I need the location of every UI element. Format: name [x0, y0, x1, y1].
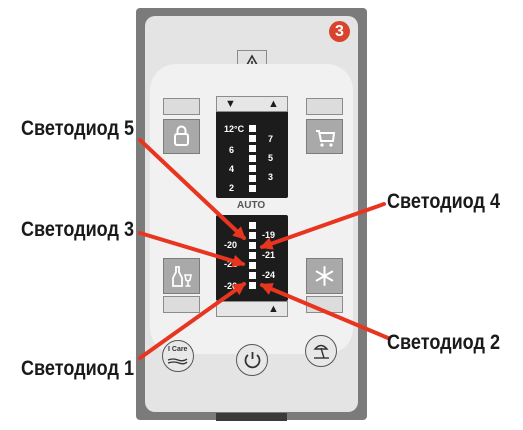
shopping-button[interactable] — [306, 119, 343, 154]
scale-value: -26 — [224, 281, 238, 291]
lock-icon — [174, 125, 189, 146]
arrow-led5 — [138, 138, 246, 240]
label-led5: Светодиод 5 — [21, 117, 135, 140]
arrow-led1 — [138, 282, 247, 360]
beach-icon — [312, 344, 329, 359]
led-segment — [249, 232, 256, 239]
freezer-temp-buttons — [216, 301, 288, 317]
scale-value: -22 — [224, 259, 238, 269]
label-led2: Светодиод 2 — [387, 331, 501, 354]
shopping-indicator — [306, 98, 343, 115]
arrow-led4 — [259, 202, 386, 250]
led-segment — [249, 242, 256, 249]
panel-bottom-slot — [216, 413, 287, 421]
shopping-cart-icon — [316, 130, 336, 147]
hand-care-icon — [167, 358, 188, 365]
arrow-up-icon[interactable]: ▲ — [268, 303, 279, 315]
temp-unit: 12°C — [224, 124, 245, 134]
scale-value: 7 — [268, 134, 274, 144]
lock-indicator — [163, 98, 200, 115]
label-led3: Светодиод 3 — [21, 218, 135, 241]
label-led4: Светодиод 4 — [387, 190, 501, 213]
arrow-down-icon[interactable]: ▼ — [225, 98, 236, 110]
icare-label: I Care — [168, 346, 188, 353]
led-segment — [249, 262, 256, 269]
led-segment — [249, 282, 256, 289]
icare-button[interactable]: I Care — [162, 340, 194, 372]
snowflake-icon — [315, 266, 334, 286]
super-freeze-button[interactable] — [306, 258, 343, 294]
holiday-button[interactable] — [305, 335, 337, 367]
led-segment — [249, 252, 256, 259]
auto-mode-label: AUTO — [237, 200, 266, 211]
bottle-glass-icon — [172, 266, 192, 287]
led-segment — [249, 135, 256, 142]
step-badge: 3 — [329, 21, 350, 42]
lock-button[interactable] — [163, 119, 200, 154]
led-segment — [249, 165, 256, 172]
led-segment — [249, 272, 256, 279]
bottle-chill-button[interactable] — [163, 258, 200, 294]
arrow-led3 — [138, 231, 246, 268]
scale-value: -19 — [262, 230, 276, 240]
led-segment — [249, 175, 256, 182]
led-segment — [249, 145, 256, 152]
scale-value: -21 — [262, 250, 276, 260]
fridge-temp-buttons — [216, 96, 288, 112]
power-button[interactable] — [236, 344, 268, 376]
scale-value: 5 — [268, 153, 274, 163]
led-segment — [249, 185, 256, 192]
scale-value: -24 — [262, 270, 276, 280]
led-segment — [249, 125, 256, 132]
arrow-led2 — [259, 283, 390, 340]
power-icon — [244, 352, 260, 369]
arrow-up-icon[interactable]: ▲ — [268, 98, 279, 110]
bottle-indicator — [163, 296, 200, 313]
scale-value: 6 — [229, 145, 235, 155]
scale-value: -20 — [224, 240, 238, 250]
scale-value: 4 — [229, 164, 235, 174]
led-segment — [249, 155, 256, 162]
scale-value: 2 — [229, 183, 235, 193]
label-led1: Светодиод 1 — [21, 357, 135, 380]
led-segment — [249, 222, 256, 229]
scale-value: 3 — [268, 172, 274, 182]
